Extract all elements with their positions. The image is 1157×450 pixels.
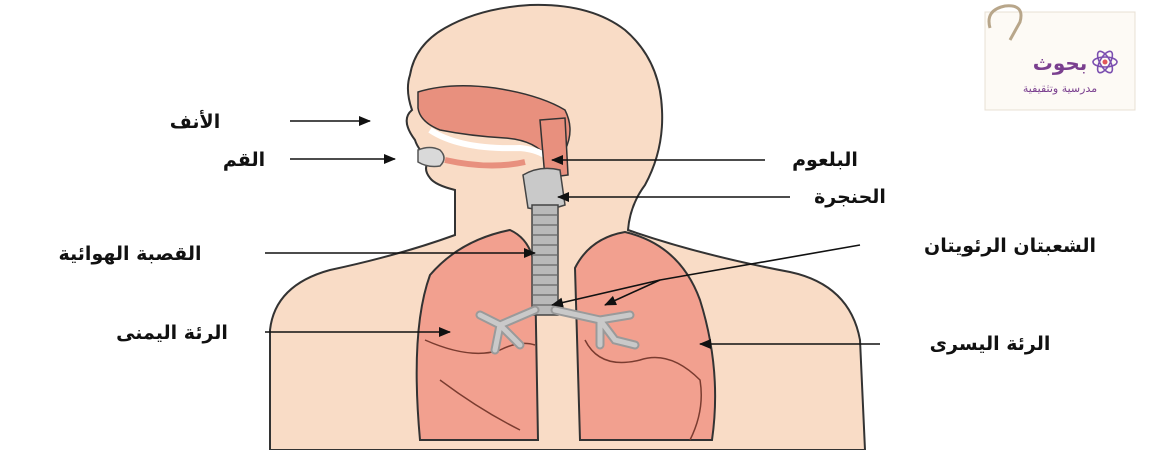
trachea-shape bbox=[532, 205, 558, 315]
larynx-shape bbox=[523, 168, 565, 209]
logo-subtitle: مدرسية وتثقيفية bbox=[1023, 82, 1097, 95]
label-right-lung: الرئة اليمنى bbox=[116, 322, 228, 344]
logo-title: بحوث bbox=[1033, 51, 1088, 75]
label-nose: الأنف bbox=[170, 110, 220, 133]
label-mouth: القم bbox=[223, 149, 265, 171]
label-left-lung: الرئة اليسرى bbox=[930, 333, 1051, 355]
label-bronchi: الشعبتان الرئويتان bbox=[924, 235, 1096, 257]
label-trachea: القصبة الهوائية bbox=[59, 243, 202, 265]
label-pharynx: البلعوم bbox=[792, 149, 858, 171]
body-silhouette bbox=[270, 5, 865, 450]
site-logo: بحوث مدرسية وتثقيفية bbox=[985, 6, 1135, 110]
label-larynx: الحنجرة bbox=[814, 186, 886, 208]
